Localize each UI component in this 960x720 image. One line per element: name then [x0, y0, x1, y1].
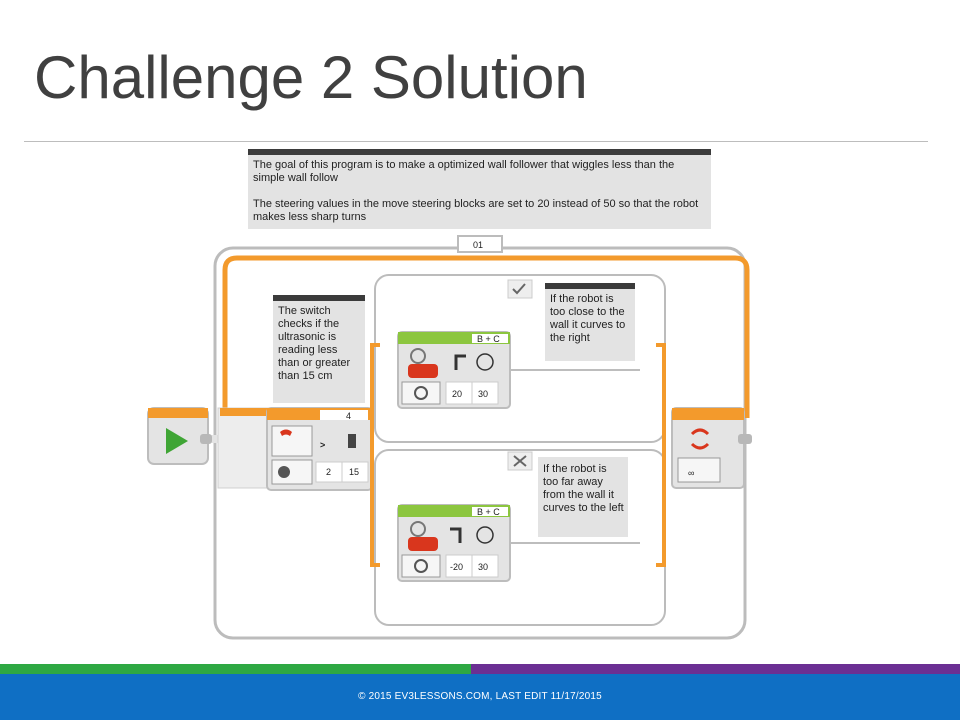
switch-threshold: 15 [349, 467, 359, 477]
motor-icon [408, 364, 438, 378]
motor-icon [408, 537, 438, 551]
rotate-icon [414, 559, 428, 573]
switch-port-box[interactable] [320, 410, 368, 420]
play-icon[interactable] [166, 428, 188, 454]
loop-start-block [217, 407, 271, 489]
goal-comment-text: The goal of this program is to make a op… [253, 159, 699, 223]
false-case-comment-text: If the robot is too far away from the wa… [543, 463, 624, 514]
turn-left-icon [450, 527, 462, 543]
footer-bar [0, 674, 960, 720]
gauge-icon [476, 526, 494, 544]
switch-compare-type: 2 [326, 467, 331, 477]
footer-purple-stripe [471, 664, 960, 674]
switch-port: 4 [346, 411, 351, 421]
true-case-comment[interactable]: If the robot is too close to the wall it… [545, 283, 635, 361]
loop-arrow-icon [690, 428, 710, 450]
switch-param-box-2[interactable] [341, 461, 369, 483]
gauge-icon [476, 353, 494, 371]
comment-bar [545, 283, 635, 289]
loop-start-tab [220, 408, 270, 416]
true-case-comment-text: If the robot is too close to the wall it… [550, 293, 626, 344]
threshold-icon [348, 434, 356, 448]
goal-comment[interactable]: The goal of this program is to make a op… [248, 149, 711, 229]
wire-plug-icon [200, 434, 212, 444]
check-icon [512, 283, 526, 295]
loop-wire [222, 255, 750, 418]
loop-label: 01 [473, 240, 483, 250]
turn-right-icon [454, 354, 466, 370]
false-case-comment[interactable]: If the robot is too far away from the wa… [538, 457, 628, 537]
steering-wheel-icon [410, 348, 426, 364]
move-true-ports: B + C [477, 334, 500, 344]
rotate-icon [414, 386, 428, 400]
switch-left-bracket [370, 343, 380, 567]
move-power-box[interactable] [471, 381, 499, 405]
switch-sensor-icon[interactable] [271, 425, 313, 457]
move-mode-button[interactable] [401, 381, 441, 405]
comment-bar [273, 295, 365, 301]
switch-right-bracket [656, 343, 666, 567]
move-false-power: 30 [478, 562, 488, 572]
steering-wheel-icon [410, 521, 426, 537]
ultrasonic-icon [280, 429, 292, 436]
switch-comment-text: The switch checks if the ultrasonic is r… [278, 305, 351, 382]
page-title: Challenge 2 Solution [34, 44, 588, 111]
greater-than-icon: > [320, 440, 325, 450]
move-true-steering: 20 [452, 389, 462, 399]
footer-green-stripe [0, 664, 471, 674]
switch-comment[interactable]: The switch checks if the ultrasonic is r… [273, 295, 365, 403]
loop-end-top [672, 408, 744, 420]
footer-copyright: © 2015 EV3LESSONS.COM, LAST EDIT 11/17/2… [358, 691, 602, 702]
move-ports-box[interactable] [472, 334, 508, 343]
infinity-icon: ∞ [688, 468, 694, 478]
move-false-steering: -20 [450, 562, 463, 572]
move-power-box[interactable] [471, 554, 499, 578]
move-false-ports: B + C [477, 507, 500, 517]
title-divider [24, 141, 928, 142]
comment-bar [248, 149, 711, 155]
switch-mode-button[interactable] [271, 459, 313, 485]
compare-mode-icon [278, 466, 290, 478]
start-block-top [148, 408, 208, 418]
move-true-power: 30 [478, 389, 488, 399]
program-canvas: 01 4 > 2 15 B + C 20 30 B + C [147, 235, 752, 640]
wire-plug-icon [738, 434, 752, 444]
move-mode-button[interactable] [401, 554, 441, 578]
loop-label-tab[interactable] [457, 235, 503, 253]
move-ports-box[interactable] [472, 507, 508, 516]
loop-mode-button[interactable] [677, 457, 721, 483]
close-icon [513, 455, 527, 467]
